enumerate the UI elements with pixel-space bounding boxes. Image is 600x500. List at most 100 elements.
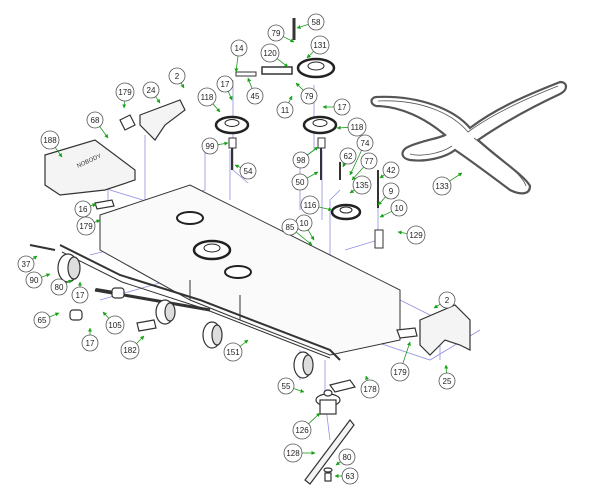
part-number: 14: [235, 44, 244, 53]
leader-line: [433, 303, 441, 309]
part-number: 2: [445, 296, 450, 305]
leader-line: [65, 279, 73, 284]
callout-bubble: [390, 362, 410, 382]
callout-bubble: [33, 311, 51, 329]
part-number: 105: [108, 321, 122, 330]
callout-bubble: [300, 195, 320, 215]
callout-bubble: [283, 443, 303, 463]
callout-bubble: [17, 255, 35, 273]
callout-16: 16: [74, 200, 97, 218]
leader-line: [99, 126, 109, 139]
callout-2: 2: [168, 67, 186, 89]
leader-line: [318, 206, 333, 212]
callout-bubble: [223, 342, 243, 362]
callout-131: 131: [306, 35, 330, 59]
callout-116: 116: [300, 195, 333, 215]
callout-90: 90: [25, 271, 51, 289]
callout-85: 85: [281, 218, 313, 246]
callout-98: 98: [292, 146, 319, 169]
leader-line: [54, 147, 63, 158]
callout-80: 80: [50, 278, 73, 296]
callout-11: 11: [276, 95, 294, 119]
leader-line: [288, 95, 293, 104]
part-number: 118: [201, 93, 214, 102]
callout-bubble: [292, 420, 312, 440]
leader-line: [282, 36, 295, 43]
part-number: 54: [244, 167, 253, 176]
leader-line: [351, 166, 364, 181]
callout-129: 129: [397, 225, 426, 245]
leader-line: [217, 141, 229, 146]
part-number: 133: [435, 182, 449, 191]
part-number: 25: [443, 377, 452, 386]
leader-line: [295, 82, 304, 91]
part-number: 178: [363, 385, 377, 394]
callout-bubble: [246, 87, 264, 105]
callout-bubble: [339, 147, 357, 165]
leader-line: [180, 82, 185, 89]
part-number: 10: [300, 219, 309, 228]
leader-line: [239, 339, 249, 347]
part-number: 77: [365, 157, 374, 166]
callout-bubble: [50, 278, 68, 296]
leader-line: [306, 171, 319, 179]
leader-line: [102, 311, 110, 319]
leader-line: [307, 229, 315, 241]
leader-line: [444, 364, 449, 374]
part-number: 118: [351, 123, 364, 132]
part-number: 90: [30, 276, 39, 285]
callout-bubble: [352, 175, 372, 195]
callout-79: 79: [267, 24, 295, 43]
callout-99: 99: [201, 137, 229, 155]
callout-bubble: [120, 340, 140, 360]
callout-bubble: [356, 134, 374, 152]
part-number: 85: [286, 223, 295, 232]
spindle-blade: [304, 389, 355, 485]
leader-line: [306, 51, 314, 59]
leader-line: [307, 146, 319, 156]
callout-bubble: [277, 377, 295, 395]
callout-74: 74: [349, 134, 374, 176]
part-number: 98: [297, 156, 306, 165]
callout-17: 17: [216, 75, 234, 101]
callout-135: 135: [349, 175, 372, 195]
callout-55: 55: [277, 377, 305, 395]
leader-line: [49, 312, 60, 318]
part-number: 120: [263, 49, 277, 58]
leader-line: [402, 341, 411, 364]
callout-bubble: [360, 379, 380, 399]
callout-105: 105: [102, 311, 125, 335]
leader-line: [295, 231, 313, 246]
callout-118: 118: [197, 87, 221, 113]
leader-line: [449, 172, 463, 182]
leader-line: [247, 77, 253, 89]
leader-line: [212, 103, 221, 113]
part-number: 129: [409, 231, 423, 240]
callout-bubble: [76, 216, 96, 236]
leader-line: [234, 164, 241, 169]
callout-bubble: [86, 111, 104, 129]
leader-line: [90, 203, 97, 208]
part-number: 37: [22, 260, 31, 269]
callout-bubble: [71, 286, 89, 304]
callout-25: 25: [438, 364, 456, 390]
part-number: 50: [296, 178, 305, 187]
callout-bubble: [201, 137, 219, 155]
callout-42: 42: [379, 161, 400, 179]
leader-line: [41, 273, 51, 278]
callout-120: 120: [260, 43, 289, 68]
callout-17: 17: [71, 281, 89, 304]
part-number: 24: [147, 86, 156, 95]
callout-bubble: [291, 173, 309, 191]
leader-line: [349, 150, 362, 176]
callout-bubble: [438, 372, 456, 390]
callout-179: 179: [390, 341, 411, 382]
part-number: 188: [43, 136, 57, 145]
callout-63: 63: [334, 467, 359, 485]
part-number: 179: [118, 88, 132, 97]
callout-bubble: [25, 271, 43, 289]
callout-bubble: [406, 225, 426, 245]
leader-line: [336, 125, 349, 130]
